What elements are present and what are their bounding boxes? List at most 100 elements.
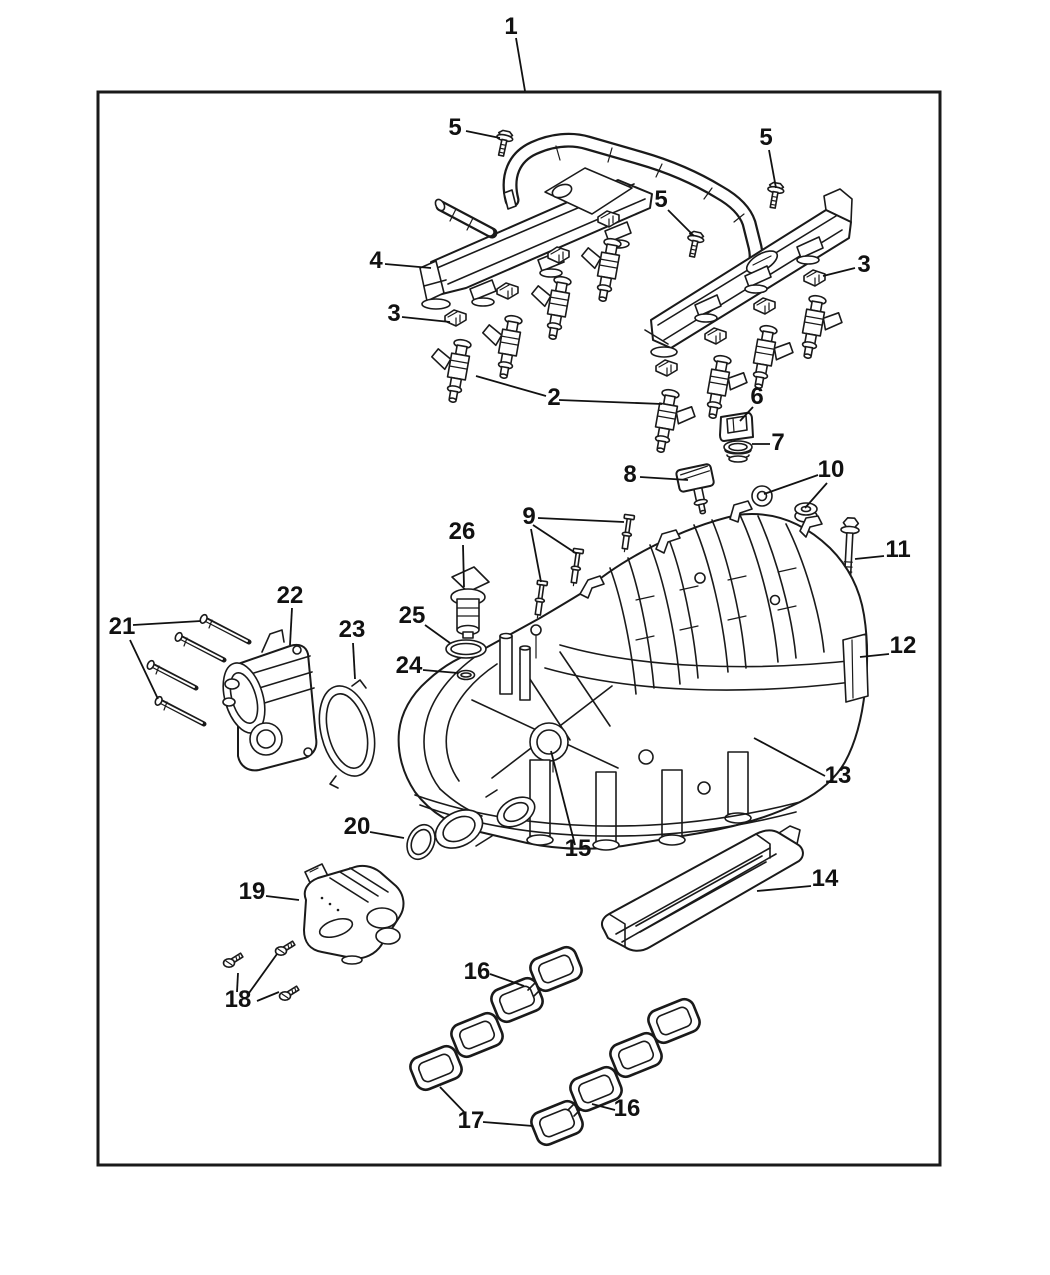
leader-line-12	[859, 653, 890, 658]
leader-line-1	[515, 37, 526, 92]
leader-line-4	[384, 263, 432, 269]
leader-line-13	[753, 737, 826, 777]
leader-line-21	[129, 639, 159, 700]
leader-line-5c	[667, 209, 695, 237]
callout-1[interactable]: 1	[504, 13, 517, 40]
leader-line-26	[462, 544, 465, 588]
leader-line-3a	[401, 316, 451, 323]
callout-5c[interactable]: 5	[654, 186, 667, 213]
foam-insulator-tray	[600, 825, 804, 952]
stud	[531, 579, 549, 620]
leader-line-9	[532, 524, 578, 555]
leader-line-11	[854, 555, 885, 560]
callout-23[interactable]: 23	[339, 616, 366, 643]
manifold-inner-port	[529, 722, 569, 762]
fuel-crossover-tube	[502, 132, 764, 274]
callout-18[interactable]: 18	[225, 986, 252, 1013]
port-gasket	[527, 1096, 587, 1150]
leader-line-8	[639, 476, 689, 481]
leader-line-2	[475, 375, 547, 397]
callout-6[interactable]: 6	[750, 383, 763, 410]
callout-12[interactable]: 12	[890, 632, 917, 659]
callout-2[interactable]: 2	[547, 384, 560, 411]
throttle-body-gasket	[318, 679, 376, 789]
callout-11[interactable]: 11	[885, 536, 910, 563]
callout-16a[interactable]: 16	[464, 958, 491, 985]
map-sensor-upper	[719, 411, 754, 463]
o-ring-small	[456, 669, 476, 681]
leader-line-25	[424, 624, 451, 644]
mounting-stud	[146, 660, 196, 688]
leader-line-10	[804, 482, 828, 509]
throttle-body	[222, 629, 318, 772]
leader-line-10	[763, 474, 819, 495]
callout-10[interactable]: 10	[818, 456, 845, 483]
o-ring-large	[445, 639, 487, 659]
callout-19[interactable]: 19	[239, 878, 266, 905]
leader-line-21	[132, 620, 202, 626]
fuel-injector	[474, 310, 524, 381]
callout-13[interactable]: 13	[825, 762, 852, 789]
mounting-stud	[199, 614, 249, 642]
callout-25[interactable]: 25	[399, 602, 426, 629]
leader-line-5b	[768, 149, 777, 189]
leader-line-5a	[465, 130, 501, 139]
retaining-clip	[496, 282, 519, 300]
throttle-port-opening	[434, 809, 484, 849]
leader-line-17	[482, 1121, 534, 1127]
screw	[222, 952, 244, 969]
callout-8[interactable]: 8	[623, 461, 636, 488]
leader-line-6	[739, 406, 754, 422]
intake-port-gaskets	[406, 942, 704, 1150]
leader-line-9	[537, 517, 625, 523]
callout-22[interactable]: 22	[277, 582, 304, 609]
callout-16b[interactable]: 16	[614, 1095, 641, 1122]
left-fuel-rail	[419, 167, 653, 310]
mounting-stud	[174, 632, 224, 660]
map-sensor-lower	[675, 463, 715, 515]
vapor-sensor	[450, 566, 490, 639]
callout-17[interactable]: 17	[458, 1107, 485, 1134]
rail-bolt	[492, 128, 515, 159]
fuel-injector	[797, 293, 847, 364]
callout-3a[interactable]: 3	[387, 300, 400, 327]
callout-5b[interactable]: 5	[759, 124, 772, 151]
leader-line-14	[756, 885, 812, 892]
callout-3b[interactable]: 3	[857, 251, 870, 278]
leader-line-24	[422, 669, 459, 674]
port-gasket	[447, 1008, 507, 1062]
fuel-injector	[523, 271, 573, 342]
callout-21[interactable]: 21	[109, 613, 136, 640]
callout-24[interactable]: 24	[396, 652, 423, 679]
callout-9[interactable]: 9	[522, 503, 535, 530]
fuel-injector	[423, 334, 473, 405]
callout-20[interactable]: 20	[344, 813, 371, 840]
callout-7[interactable]: 7	[771, 429, 784, 456]
retaining-clip	[704, 327, 727, 345]
leader-line-18	[248, 953, 278, 994]
callout-5a[interactable]: 5	[448, 114, 461, 141]
leader-line-15	[550, 750, 576, 846]
right-fuel-rail	[644, 188, 853, 358]
leader-line-19	[265, 895, 300, 901]
leader-line-9	[530, 528, 542, 583]
callout-15[interactable]: 15	[565, 835, 592, 862]
leader-line-18	[256, 991, 280, 1002]
intake-manifold	[397, 500, 869, 851]
mounting-stud	[154, 696, 204, 724]
leader-line-17	[439, 1086, 466, 1114]
callout-26[interactable]: 26	[449, 518, 476, 545]
screw	[278, 985, 300, 1002]
callout-4[interactable]: 4	[369, 247, 383, 274]
leader-line-20	[369, 831, 405, 839]
fuel-injector	[650, 387, 700, 458]
leader-line-18	[236, 972, 239, 993]
fuel-injector	[573, 233, 623, 304]
leader-line-2	[558, 399, 663, 405]
rail-bolt	[683, 229, 706, 260]
callout-14[interactable]: 14	[812, 865, 839, 892]
leader-line-16a	[489, 973, 525, 987]
stud	[618, 513, 636, 554]
